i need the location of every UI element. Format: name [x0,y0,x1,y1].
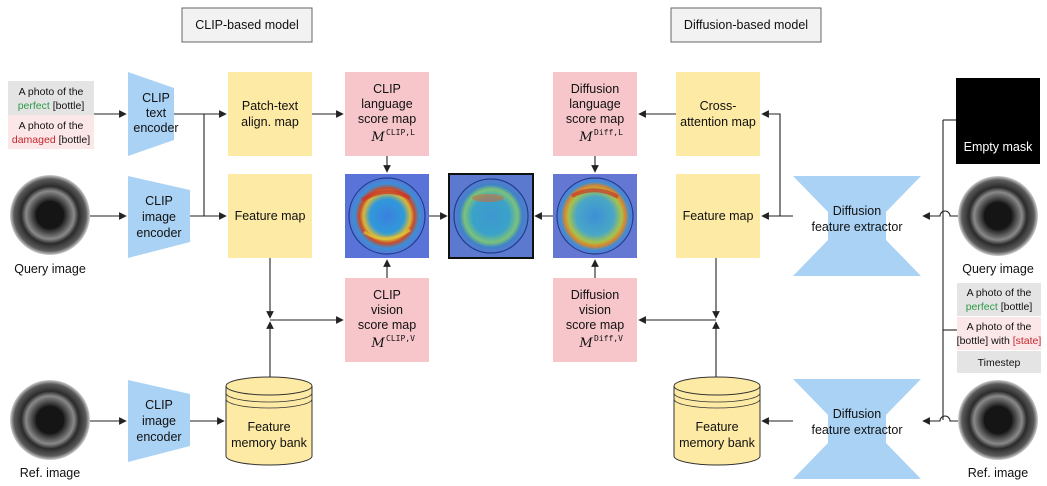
query-image-right-caption: Query image [962,262,1034,276]
timestep-box: Timestep [957,351,1041,373]
svg-text:encoder: encoder [136,226,181,240]
svg-text:memory bank: memory bank [679,436,755,450]
svg-text:Empty mask: Empty mask [964,140,1034,154]
fused-anomaly-map-image [448,173,534,259]
diffusion-model-header-label: Diffusion-based model [684,18,808,32]
svg-text:A photo of the: A photo of the [19,120,84,132]
svg-text:CLIP: CLIP [373,288,401,302]
svg-text:Feature map: Feature map [235,209,306,223]
svg-text:Feature: Feature [695,420,738,434]
ref-image-left [10,380,90,460]
diffusion-feature-extractor-bottom: Diffusion feature extractor [793,379,921,479]
svg-text:vision: vision [579,303,611,317]
svg-text:Feature map: Feature map [683,209,754,223]
svg-text:memory bank: memory bank [231,436,307,450]
keyword-perfect: perfect [18,100,50,112]
clip-model-header: CLIP-based model [181,7,313,43]
svg-text:CLIP,V: CLIP,V [386,334,415,343]
svg-text:score map: score map [358,112,416,126]
svg-text:Diffusion: Diffusion [571,82,619,96]
clip-text-encoder: CLIP text encoder [128,72,179,156]
svg-text:perfect [bottle]: perfect [bottle] [966,301,1033,313]
svg-text:align. map: align. map [241,115,299,129]
query-image-right [958,176,1038,256]
svg-text:Diffusion: Diffusion [571,288,619,302]
prompt-state-right: A photo of the [bottle] with [state] [957,317,1042,350]
svg-text:CLIP,L: CLIP,L [386,128,415,137]
keyword-perfect-right: perfect [966,301,998,313]
svg-text:Diff,L: Diff,L [594,128,623,137]
svg-text:Timestep: Timestep [978,357,1021,369]
svg-text:CLIP: CLIP [373,82,401,96]
diffusion-vision-score-map: Diffusion vision score map M Diff,V [553,278,637,362]
svg-text:Diff,V: Diff,V [594,334,623,343]
svg-text:score map: score map [566,112,624,126]
svg-text:encoder: encoder [136,430,181,444]
ref-image-right [958,380,1038,460]
diffusion-model-header: Diffusion-based model [670,7,822,43]
ref-image-left-caption: Ref. image [20,466,80,480]
clip-image-encoder-query: CLIP image encoder [128,176,190,258]
svg-text:feature extractor: feature extractor [811,220,902,234]
clip-heatmap-image [345,174,429,258]
svg-text:[bottle] with [state]: [bottle] with [state] [957,335,1042,347]
svg-text:Diffusion: Diffusion [833,407,881,421]
query-image-left-caption: Query image [14,262,86,276]
svg-text:image: image [142,414,176,428]
svg-text:CLIP: CLIP [142,91,170,105]
svg-text:CLIP: CLIP [145,398,173,412]
svg-text:M: M [370,130,385,145]
feature-map-left: Feature map [228,174,312,258]
prompt-perfect-left: A photo of the perfect [bottle] [8,81,94,115]
patch-text-align-map: Patch-text align. map [228,72,312,156]
svg-text:encoder: encoder [133,121,178,135]
svg-text:Patch-text: Patch-text [242,99,299,113]
svg-text:language: language [569,97,620,111]
svg-text:M: M [578,336,593,351]
svg-text:attention map: attention map [680,115,756,129]
clip-model-header-label: CLIP-based model [195,18,299,32]
svg-text:score map: score map [566,318,624,332]
empty-mask: Empty mask [956,78,1040,164]
diffusion-language-score-map: Diffusion language score map M Diff,L [553,72,637,156]
svg-text:text: text [146,106,167,120]
svg-text:image: image [142,210,176,224]
svg-text:CLIP: CLIP [145,194,173,208]
prompt-damaged-left: A photo of the damaged [bottle] [8,115,94,149]
svg-text:M: M [578,130,593,145]
cross-attention-map: Cross- attention map [676,72,760,156]
svg-text:vision: vision [371,303,403,317]
svg-text:A photo of the: A photo of the [967,321,1032,333]
keyword-state: [state] [1013,335,1042,347]
feature-memory-bank-right: Feature memory bank [673,376,761,466]
diffusion-heatmap-image [553,174,637,258]
svg-text:Diffusion: Diffusion [833,204,881,218]
ref-image-right-caption: Ref. image [968,466,1028,480]
svg-text:perfect [bottle]: perfect [bottle] [18,100,85,112]
svg-text:damaged [bottle]: damaged [bottle] [12,134,90,146]
svg-text:Feature: Feature [247,420,290,434]
svg-text:M: M [370,336,385,351]
clip-image-encoder-ref: CLIP image encoder [128,380,190,462]
diffusion-feature-extractor-top: Diffusion feature extractor [793,176,921,276]
connectors [90,110,958,425]
svg-text:feature extractor: feature extractor [811,423,902,437]
clip-vision-score-map: CLIP vision score map M CLIP,V [345,278,429,362]
svg-text:A photo of the: A photo of the [967,287,1032,299]
prompt-perfect-right: A photo of the perfect [bottle] [957,283,1041,316]
svg-text:Cross-: Cross- [700,99,737,113]
feature-memory-bank-left: Feature memory bank [225,376,313,466]
svg-text:score map: score map [358,318,416,332]
svg-text:language: language [361,97,412,111]
keyword-damaged: damaged [12,134,56,146]
feature-map-right: Feature map [676,174,760,258]
clip-language-score-map: CLIP language score map M CLIP,L [345,72,429,156]
query-image-left [10,175,90,255]
svg-text:A photo of the: A photo of the [19,86,84,98]
